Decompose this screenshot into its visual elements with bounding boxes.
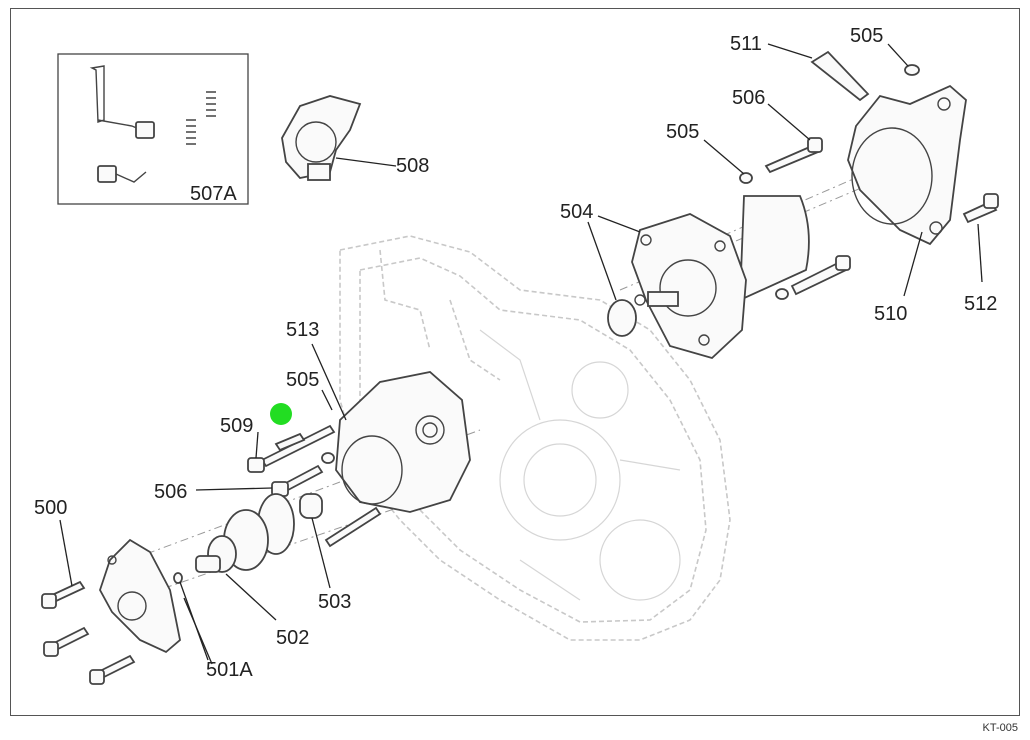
bolts-left [247,424,382,548]
brush-kit-illustration [89,65,216,183]
diagram-frame [10,8,1020,716]
starter-motor-504 [631,195,810,360]
bolts-upper-right [739,50,999,300]
label-500: 500 [34,497,67,519]
label-501a: 501A [206,659,253,681]
highlight-marker-dot [270,403,292,425]
o-ring-504 [607,299,637,337]
gear-housing-513 [335,371,471,513]
leader-lines [59,43,983,665]
spacer-503 [299,493,323,519]
label-507a: 507A [190,183,237,205]
label-512: 512 [964,293,997,315]
label-509: 509 [220,415,253,437]
label-510: 510 [874,303,907,325]
bolts-500 [41,580,136,685]
label-508: 508 [396,155,429,177]
engine-case-ghost [339,235,731,641]
label-505-middle: 505 [666,121,699,143]
starter-drive-502 [195,493,295,573]
label-502: 502 [276,627,309,649]
diagram-code: KT-005 [982,722,1018,734]
starter-cover-501a [99,538,183,654]
label-505-upper-right: 505 [850,25,883,47]
motor-bracket-510 [847,84,967,246]
label-505-left: 505 [286,369,319,391]
label-503: 503 [318,591,351,613]
inset-box-507a [57,53,249,205]
label-506-upper: 506 [732,87,765,109]
label-506-left: 506 [154,481,187,503]
label-504: 504 [560,201,593,223]
brush-holder-508 [281,95,362,181]
label-511: 511 [730,33,762,55]
label-513: 513 [286,319,319,341]
